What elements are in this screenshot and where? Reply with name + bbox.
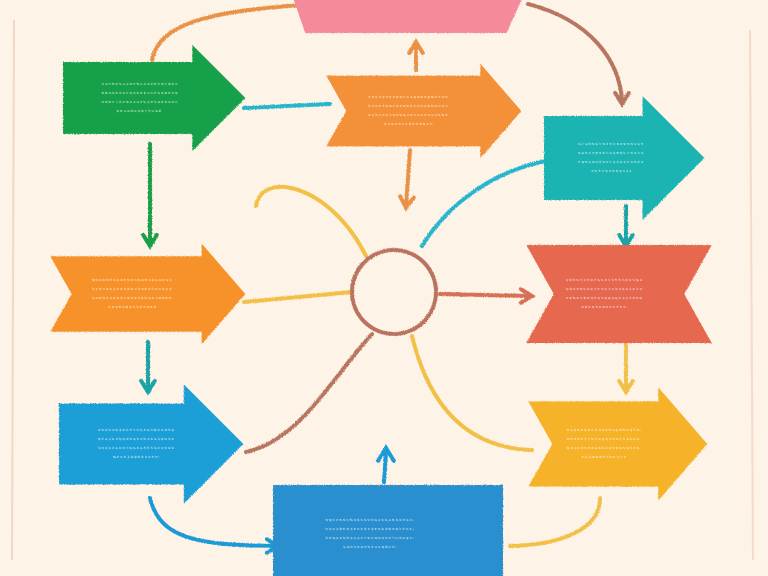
node-teal-shape — [544, 96, 705, 220]
node-orange-top-shape — [326, 63, 522, 159]
connector-top-loop-left — [150, 2, 320, 62]
node-blue-bottom-scribble — [325, 519, 414, 548]
node-blue-left-scribble — [98, 429, 175, 458]
node-top — [293, 0, 522, 33]
node-orange-top-scribble — [368, 96, 449, 125]
node-orange-left — [50, 243, 246, 345]
connector-orange-top-down — [404, 148, 412, 208]
node-green-scribble — [101, 83, 178, 112]
node-orange-left-scribble — [92, 279, 173, 308]
node-teal — [544, 96, 705, 220]
arrowhead-red-in — [518, 287, 536, 305]
node-green-shape — [63, 44, 246, 152]
node-blue-bottom-shape — [273, 485, 503, 576]
arrowhead-orange-top-down — [398, 194, 416, 212]
node-blue-left — [59, 384, 244, 504]
arrowhead-blue-left-in — [139, 378, 157, 396]
arrowhead-teal-in — [613, 90, 631, 108]
connector-cyan-hub — [420, 158, 554, 248]
node-orange-left-shape — [50, 243, 246, 345]
node-red-scribble — [566, 279, 643, 308]
node-yellow-scribble — [566, 429, 641, 458]
connector-yellow-top-loop — [254, 184, 368, 258]
connector-green-orange — [242, 102, 332, 110]
paper-edge-left — [11, 19, 15, 561]
node-orange-top — [326, 63, 522, 159]
paper-edge-right — [749, 29, 754, 561]
node-blue-bottom — [273, 485, 503, 576]
connector-yellow-bottom — [508, 496, 602, 548]
node-teal-scribble — [578, 143, 645, 172]
node-green — [63, 44, 246, 152]
node-yellow-shape — [528, 387, 708, 501]
connector-hub-red — [438, 292, 532, 298]
arrowhead-blue-bottom-up — [376, 444, 396, 463]
node-red — [526, 245, 712, 343]
node-blue-left-shape — [59, 384, 244, 504]
connector-hub-blue-left — [244, 332, 374, 454]
hub-circle — [350, 248, 438, 336]
arrowhead-yellow-in — [617, 378, 635, 396]
arrowhead-green-down — [141, 232, 159, 250]
connector-top-loop-right — [526, 2, 624, 104]
connector-blue-left-bottom — [148, 496, 278, 548]
connector-blue-bottom-up — [382, 450, 388, 484]
connector-hub-yellow — [410, 334, 534, 452]
node-yellow — [528, 387, 708, 501]
node-top-shape — [293, 0, 522, 33]
node-red-shape — [526, 245, 712, 343]
arrowhead-orange-top-up — [407, 38, 425, 56]
connector-orange-left-hub — [242, 290, 354, 304]
